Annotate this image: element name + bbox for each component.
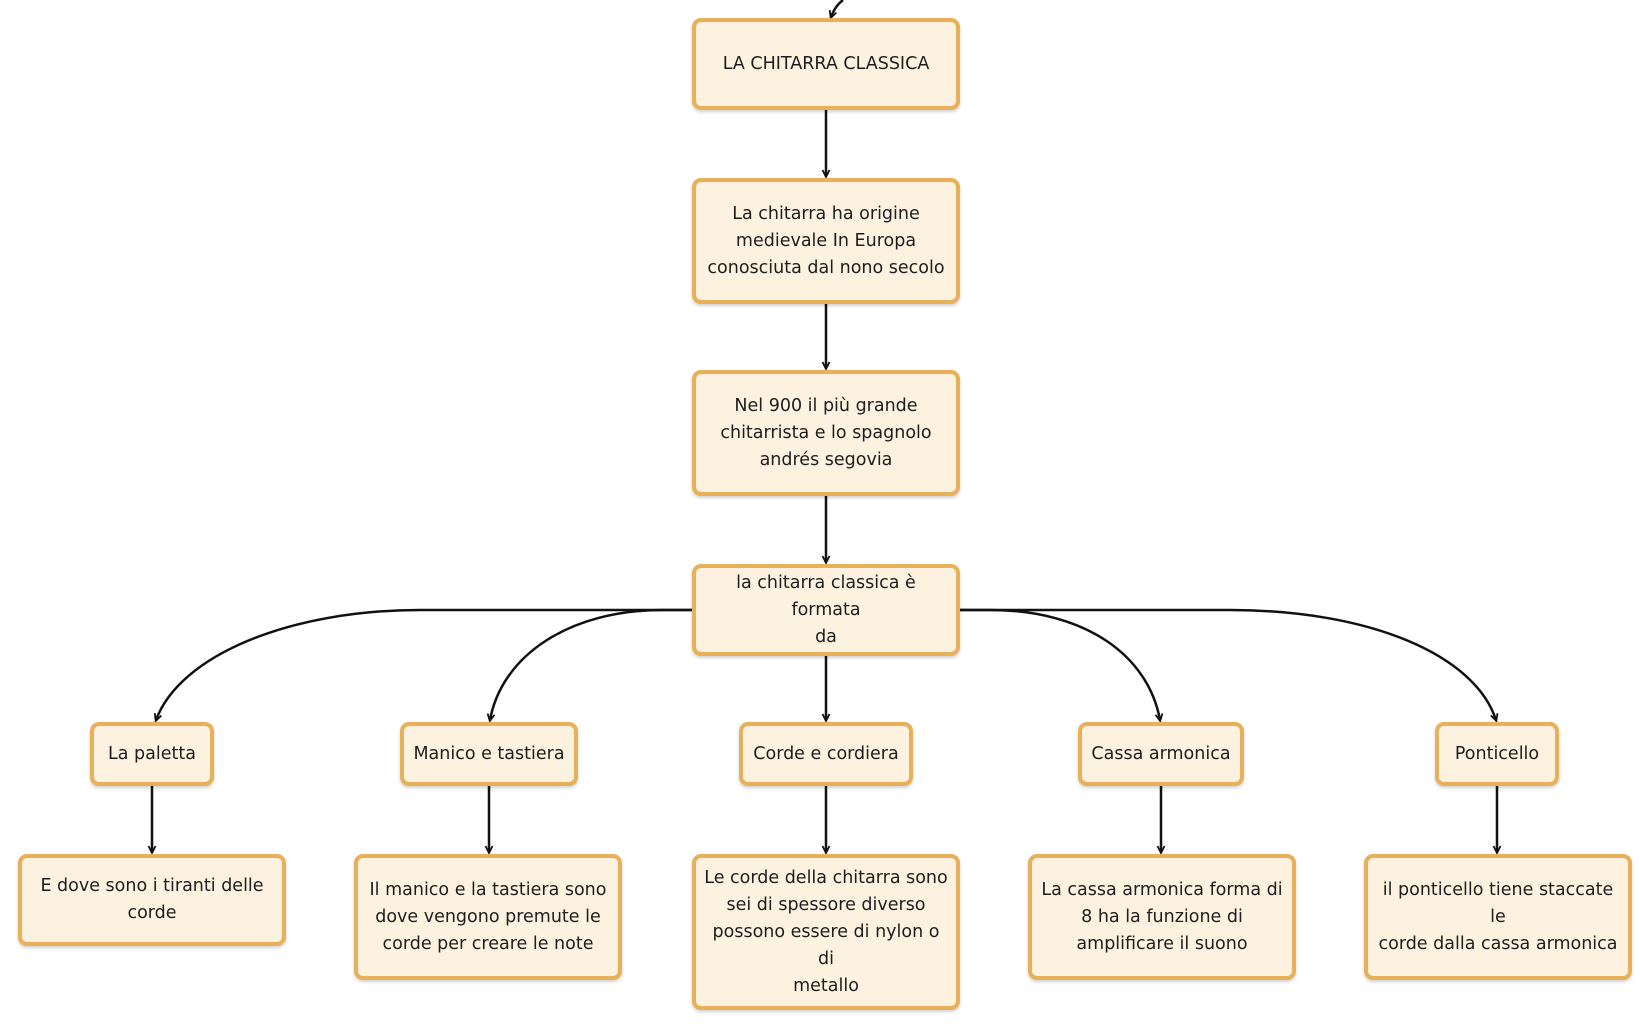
node-origin[interactable]: La chitarra ha origine medievale In Euro… (692, 178, 960, 304)
node-part-manico[interactable]: Manico e tastiera (400, 722, 578, 786)
node-segovia-line: chitarrista e lo spagnolo (720, 422, 932, 443)
node-formata-line: la chitarra classica è formata (736, 572, 916, 620)
node-desc-line: possono essere di nylon o di (712, 921, 940, 969)
node-formata-line: da (815, 626, 837, 647)
node-desc-line: Le corde della chitarra sono (704, 867, 948, 888)
node-root-title[interactable]: LA CHITARRA CLASSICA (692, 18, 960, 110)
node-part-label: Manico e tastiera (413, 743, 565, 764)
node-desc-line: La cassa armonica forma di (1041, 879, 1283, 900)
node-part-label: Cassa armonica (1091, 743, 1231, 764)
node-desc-line: metallo (793, 975, 859, 996)
node-segovia-line: andrés segovia (759, 449, 893, 470)
node-desc-corde[interactable]: Le corde della chitarra sono sei di spes… (692, 854, 960, 1010)
node-desc-ponticello[interactable]: il ponticello tiene staccate le corde da… (1364, 854, 1632, 980)
node-part-label: Corde e cordiera (753, 743, 899, 764)
node-desc-paletta[interactable]: E dove sono i tiranti delle corde (18, 854, 286, 946)
node-part-corde[interactable]: Corde e cordiera (739, 722, 913, 786)
connector-formata-ponticello (960, 608, 1496, 720)
node-segovia-line: Nel 900 il più grande (734, 395, 918, 416)
connector-incoming (831, 0, 844, 17)
node-origin-line: medievale In Europa (735, 230, 917, 251)
node-desc-line: corde dalla cassa armonica (1378, 933, 1618, 954)
node-origin-line: conosciuta dal nono secolo (707, 257, 945, 278)
connector-formata-cassa (960, 608, 1160, 720)
node-formata[interactable]: la chitarra classica è formata da (692, 564, 960, 656)
node-part-ponticello[interactable]: Ponticello (1435, 722, 1559, 786)
node-desc-line: sei di spessore diverso (726, 894, 926, 915)
node-desc-cassa[interactable]: La cassa armonica forma di 8 ha la funzi… (1028, 854, 1296, 980)
node-part-cassa[interactable]: Cassa armonica (1078, 722, 1244, 786)
connector-formata-paletta (156, 608, 692, 720)
node-part-label: Ponticello (1454, 743, 1540, 764)
node-desc-line: 8 ha la funzione di (1081, 906, 1243, 927)
node-desc-line: dove vengono premute le (375, 906, 601, 927)
node-segovia[interactable]: Nel 900 il più grande chitarrista e lo s… (692, 370, 960, 496)
node-desc-line: amplificare il suono (1076, 933, 1248, 954)
node-desc-line: corde (127, 903, 177, 923)
node-desc-line: E dove sono i tiranti delle (40, 876, 264, 896)
connector-formata-manico (490, 608, 692, 720)
node-desc-manico[interactable]: Il manico e la tastiera sono dove vengon… (354, 854, 622, 980)
node-root-text: LA CHITARRA CLASSICA (722, 53, 930, 74)
node-origin-line: La chitarra ha origine (732, 203, 920, 224)
node-desc-line: Il manico e la tastiera sono (369, 879, 607, 900)
node-desc-line: il ponticello tiene staccate le (1382, 879, 1614, 927)
node-desc-line: corde per creare le note (382, 933, 594, 954)
node-part-paletta[interactable]: La paletta (90, 722, 214, 786)
node-part-label: La paletta (108, 743, 196, 764)
